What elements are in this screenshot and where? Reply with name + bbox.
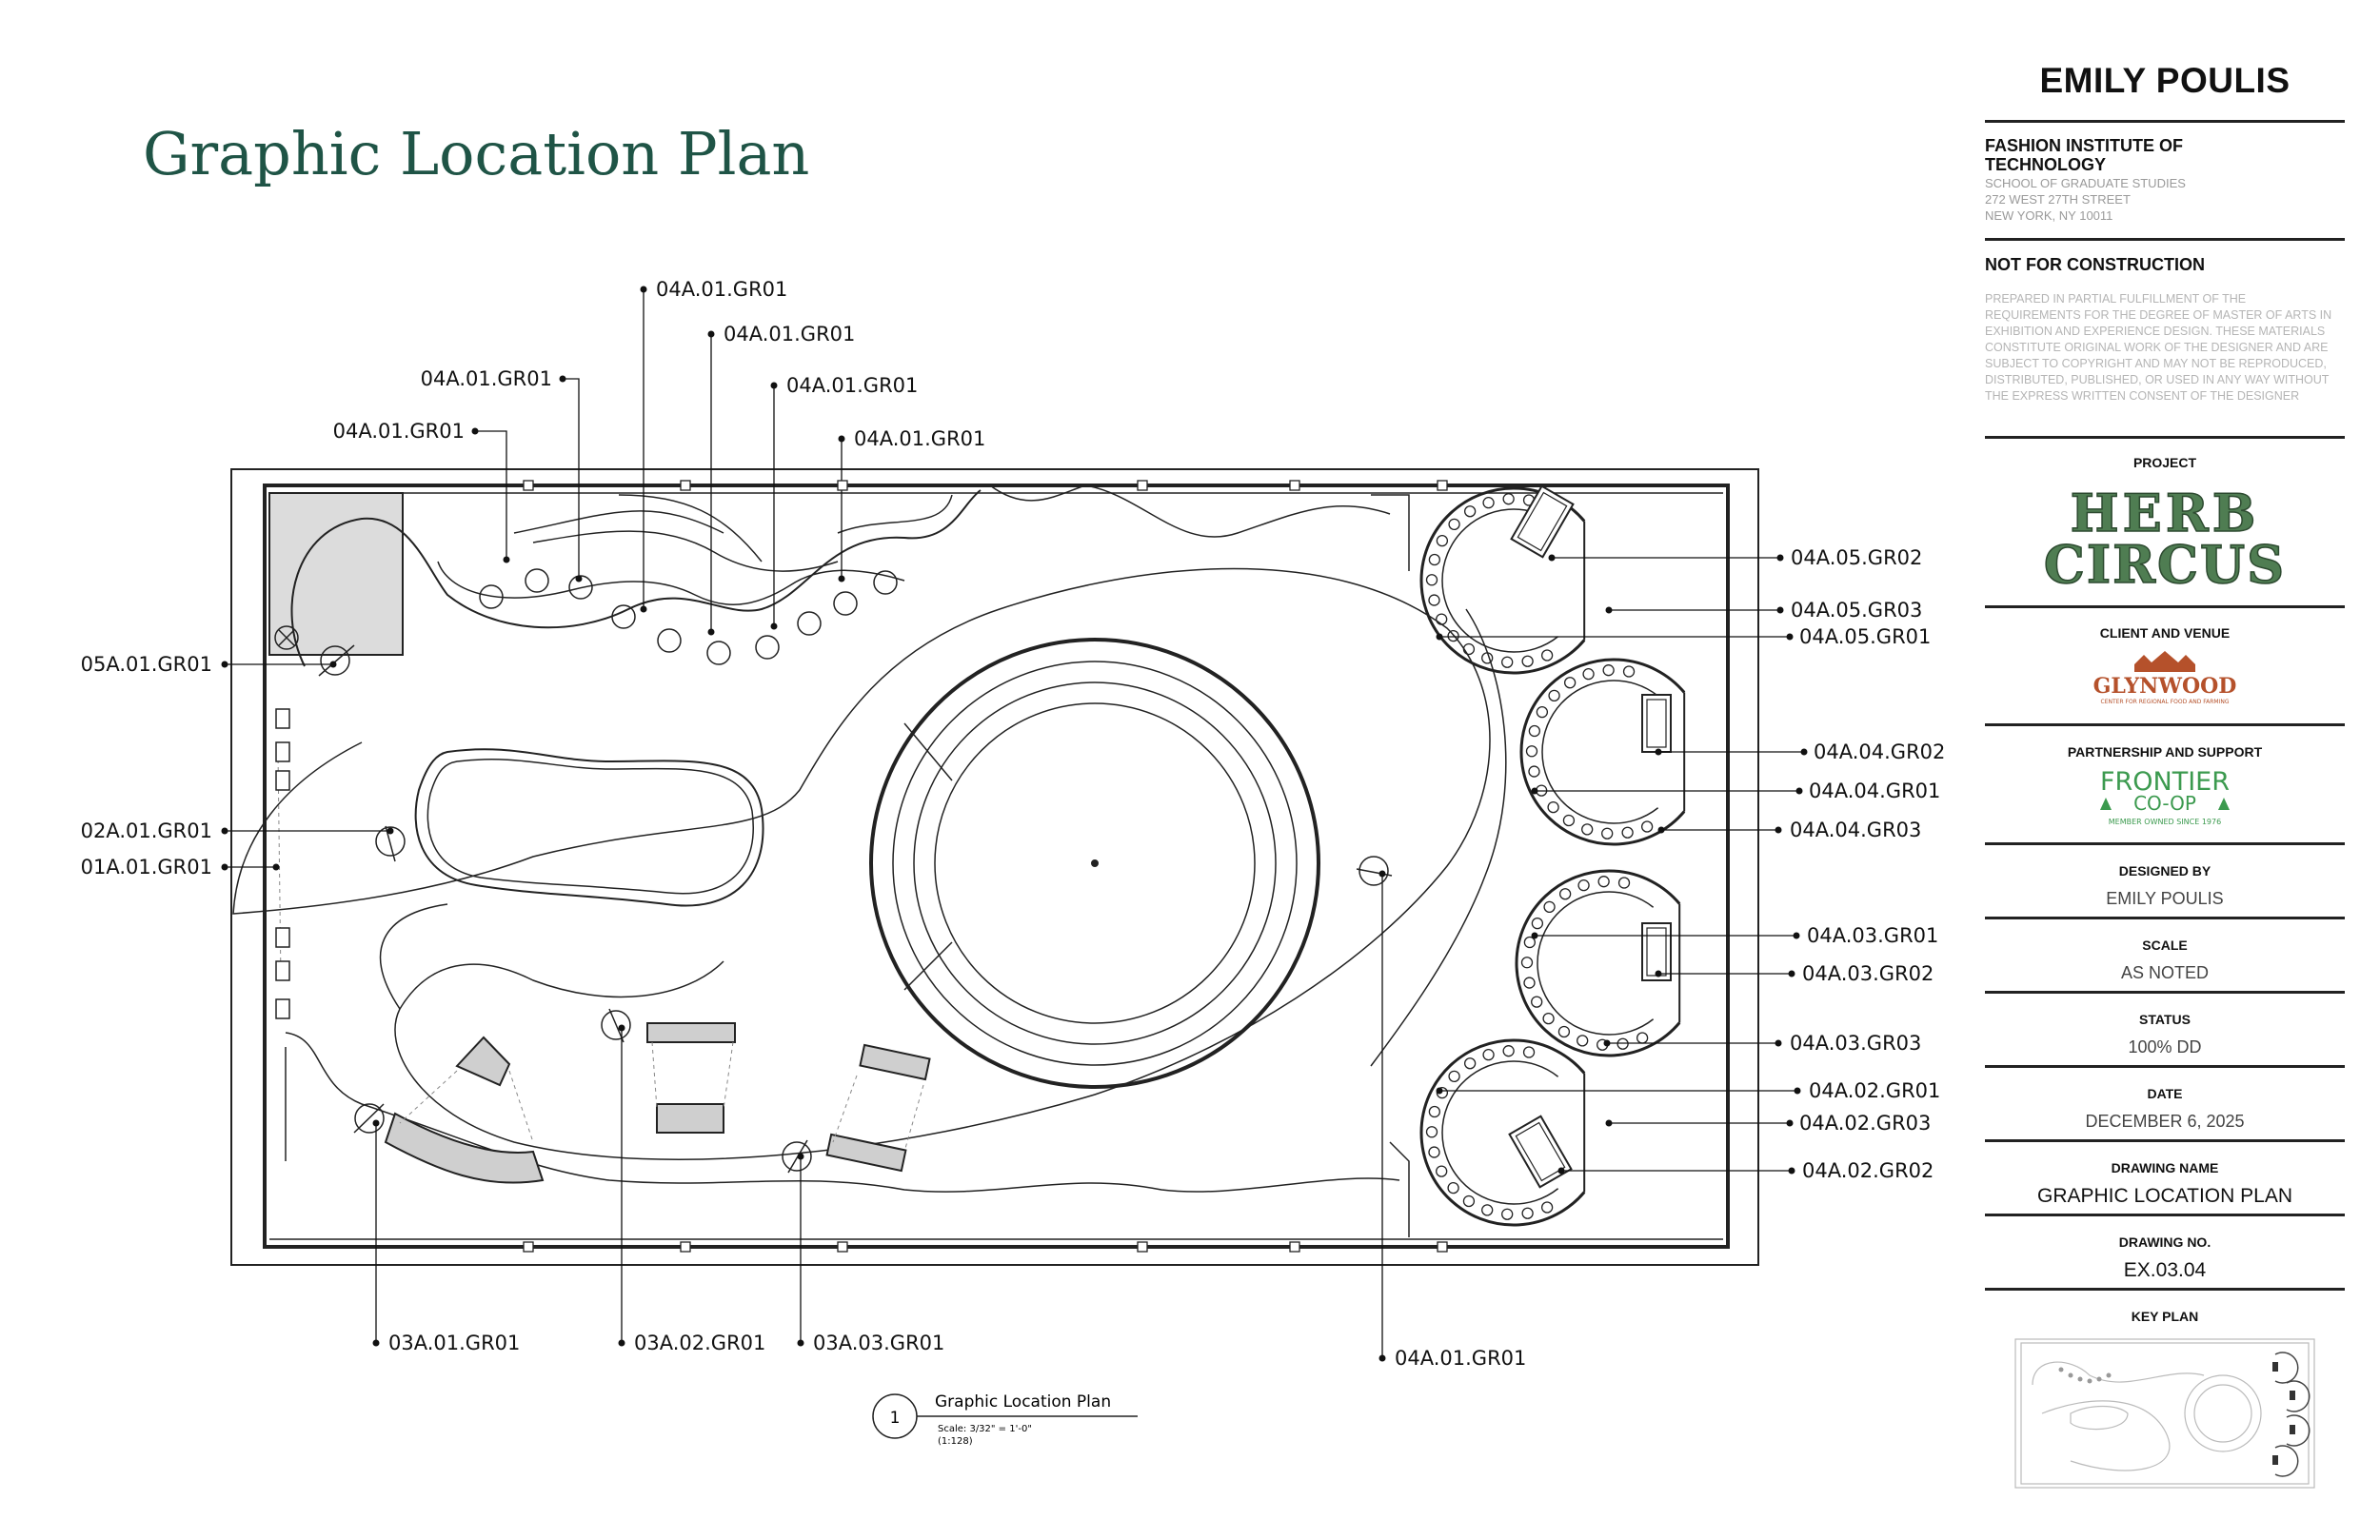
svg-text:FRONTIER: FRONTIER — [2100, 767, 2230, 797]
key-plan-thumbnail — [2014, 1338, 2315, 1489]
callout-label: 04A.05.GR02 — [1791, 546, 1922, 569]
callout-label: 03A.03.GR01 — [813, 1332, 944, 1354]
date-value: DECEMBER 6, 2025 — [2085, 1112, 2245, 1131]
callout-label: 03A.02.GR01 — [634, 1332, 765, 1354]
designed-by-label: DESIGNED BY — [2118, 863, 2211, 879]
callout-label: 04A.05.GR03 — [1791, 599, 1922, 622]
title-block: EMILY POULIS FASHION INSTITUTE OF TECHNO… — [1985, 0, 2345, 1540]
institution-name: FASHION INSTITUTE OF TECHNOLOGY — [1985, 136, 2184, 174]
callout-label: 05A.01.GR01 — [81, 653, 212, 676]
glynwood-logo: GLYNWOOD CENTER FOR REGIONAL FOOD AND FA… — [2093, 651, 2237, 705]
drawing-name-label: DRAWING NAME — [2111, 1160, 2219, 1175]
drawing-tag: 1 Graphic Location Plan Scale: 3/32" = 1… — [872, 1392, 1138, 1447]
callout-label: 04A.03.GR01 — [1807, 924, 1938, 947]
status-label: STATUS — [2139, 1012, 2191, 1027]
panel-03A03 — [859, 1043, 931, 1081]
arc-pod-wall — [1419, 1038, 1586, 1227]
drawing-no-value: EX.03.04 — [2123, 1259, 2207, 1281]
not-for-construction: NOT FOR CONSTRUCTION — [1985, 255, 2205, 274]
drawing-tag-title: Graphic Location Plan — [935, 1392, 1111, 1412]
callout-label: 02A.01.GR01 — [81, 819, 212, 842]
kidney-pond — [414, 748, 764, 907]
svg-text:CIRCUS: CIRCUS — [2044, 534, 2286, 590]
frontier-coop-logo: FRONTIER CO-OP MEMBER OWNED SINCE 1976 — [2100, 767, 2230, 826]
designer-name-heading: EMILY POULIS — [2039, 61, 2291, 100]
status-value: 100% DD — [2128, 1037, 2202, 1056]
scale-label: SCALE — [2142, 938, 2188, 953]
svg-text:HERB: HERB — [2071, 484, 2260, 543]
arc-pod-wall — [1419, 486, 1586, 675]
partner-label: PARTNERSHIP AND SUPPORT — [2067, 744, 2263, 760]
client-label: CLIENT AND VENUE — [2099, 625, 2231, 641]
main-path-outline — [232, 567, 1491, 1160]
drawing-name-value: GRAPHIC LOCATION PLAN — [2037, 1185, 2292, 1207]
callout-label: 03A.01.GR01 — [388, 1332, 520, 1354]
svg-text:CO-OP: CO-OP — [2133, 792, 2196, 815]
arc-pod-wall — [1515, 869, 1681, 1057]
callout-label: 04A.05.GR01 — [1799, 625, 1931, 648]
callout-label: 04A.04.GR03 — [1790, 819, 1921, 841]
arc-pod-wall — [1519, 658, 1686, 846]
callout-label: 04A.01.GR01 — [333, 420, 465, 443]
scale-value: AS NOTED — [2120, 963, 2209, 982]
designed-by-value: EMILY POULIS — [2106, 889, 2224, 908]
drawing-tag-ratio: (1:128) — [938, 1436, 973, 1447]
callout-label: 04A.01.GR01 — [421, 367, 552, 390]
callout-label: 01A.01.GR01 — [81, 856, 212, 879]
svg-text:MEMBER OWNED SINCE 1976: MEMBER OWNED SINCE 1976 — [2109, 818, 2221, 826]
callout-label: 04A.01.GR01 — [1395, 1347, 1526, 1370]
institution-address: SCHOOL OF GRADUATE STUDIES 272 WEST 27TH… — [1985, 176, 2186, 223]
callout-label: 04A.01.GR01 — [854, 427, 985, 450]
callout-label: 04A.03.GR03 — [1790, 1032, 1921, 1055]
callout-label: 04A.01.GR01 — [786, 374, 918, 397]
callout-label: 04A.04.GR02 — [1814, 740, 1945, 763]
key-plan-label: KEY PLAN — [2131, 1309, 2199, 1324]
date-label: DATE — [2147, 1086, 2183, 1101]
callout-label: 04A.02.GR02 — [1802, 1159, 1934, 1182]
svg-text:CENTER FOR REGIONAL FOOD AND F: CENTER FOR REGIONAL FOOD AND FARMING — [2101, 699, 2230, 705]
svg-text:GLYNWOOD: GLYNWOOD — [2093, 674, 2237, 699]
panel-03A01 — [384, 1112, 545, 1184]
page-title: Graphic Location Plan — [143, 119, 810, 188]
floor-plan-drawing: 04A.01.GR01 04A.01.GR01 04A.01.GR01 04A.01.… — [81, 278, 1946, 1447]
herb-circus-logo: HERB CIRCUS — [2043, 484, 2286, 590]
project-label: PROJECT — [2132, 455, 2197, 470]
disclaimer-text: PREPARED IN PARTIAL FULFILLMENT OF THE R… — [1985, 292, 2332, 403]
top-planter-wall — [290, 489, 982, 667]
panel-03A02 — [646, 1022, 736, 1043]
callout-label: 04A.04.GR01 — [1809, 780, 1940, 802]
callout-label: 04A.02.GR01 — [1809, 1079, 1940, 1102]
drawing-no-label: DRAWING NO. — [2118, 1234, 2211, 1250]
central-arena — [869, 638, 1320, 1089]
drawing-tag-scale: Scale: 3/32" = 1'-0" — [938, 1424, 1032, 1434]
drawing-tag-number: 1 — [890, 1409, 901, 1428]
callout-label: 04A.03.GR02 — [1802, 962, 1934, 985]
callout-label: 04A.01.GR01 — [656, 278, 787, 301]
exhibit-boundary — [263, 484, 1730, 1249]
callout-label: 04A.01.GR01 — [724, 323, 855, 346]
callout-label: 04A.02.GR03 — [1799, 1112, 1931, 1135]
